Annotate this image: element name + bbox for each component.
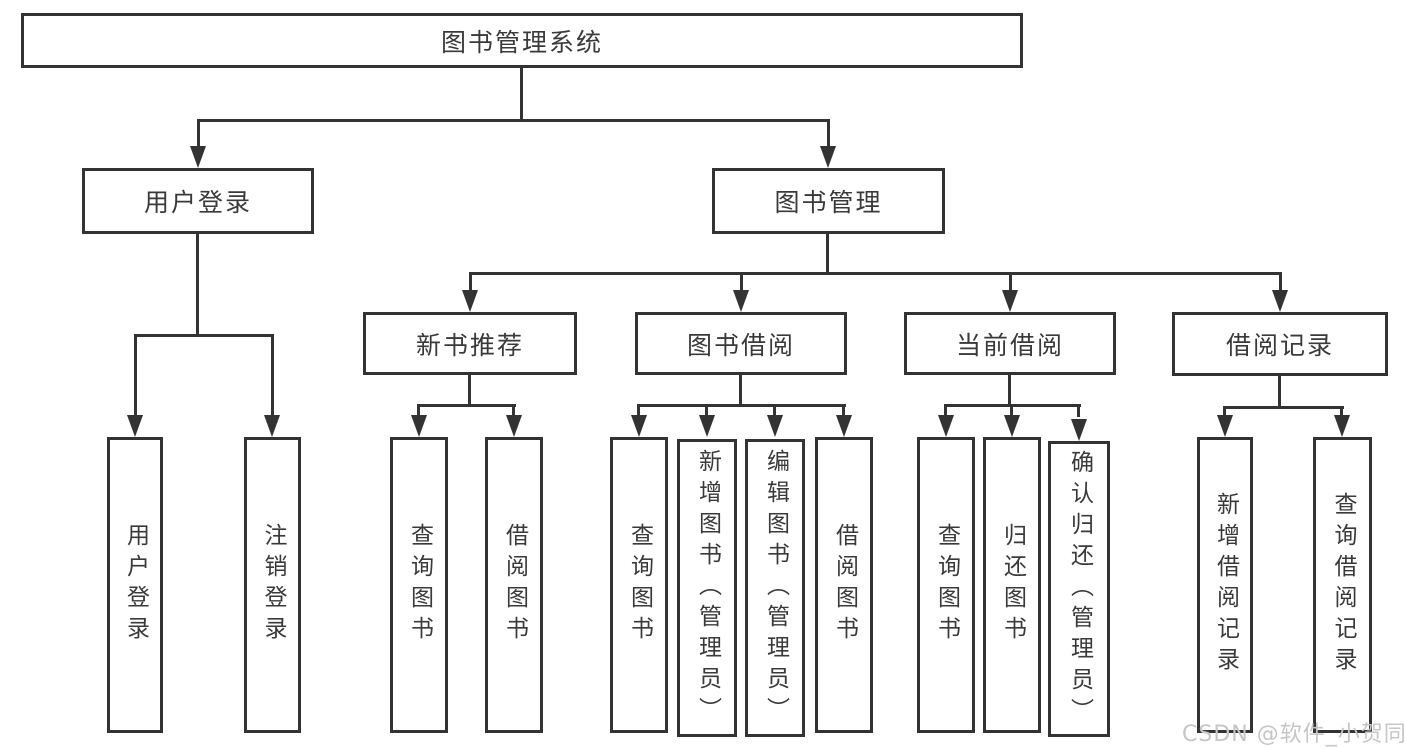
connector-stem (1077, 404, 1080, 417)
down-arrowhead-icon (820, 146, 836, 168)
connector-stem (705, 404, 708, 417)
down-arrowhead-icon (836, 415, 852, 437)
connector-current-borrow-rail (945, 404, 1081, 407)
leaf-add-books-admin: 新增图书（管理员） (677, 439, 737, 737)
connector-stem (1010, 404, 1013, 417)
leaf-query-borrow-record: 查询借阅记录 (1313, 437, 1372, 733)
leaf-borrow-books: 借阅图书 (815, 437, 873, 733)
connector-book-borrow-rail (638, 404, 846, 407)
connector-book-management-rail (469, 272, 1281, 275)
connector-stem (1340, 406, 1343, 417)
down-arrowhead-icon (1004, 415, 1020, 437)
connector-stem (773, 404, 776, 417)
leaf-user-login: 用户登录 (107, 437, 163, 733)
node-user-login: 用户登录 (82, 168, 314, 234)
connector-stem (842, 404, 845, 417)
leaf-add-borrow-record: 新增借阅记录 (1197, 437, 1253, 733)
connector-root-stub (520, 68, 523, 121)
connector-stem-logout (271, 334, 274, 417)
connector-book-borrow-stub (739, 375, 742, 407)
connector-stem (944, 404, 947, 417)
connector-stem-current-borrow (1009, 272, 1012, 292)
connector-stem-borrow-records (1279, 272, 1282, 292)
connector-stem-book-management (827, 119, 830, 147)
leaf-query-books-current: 查询图书 (917, 437, 975, 733)
csdn-watermark: CSDN @软件_小贺同学 (1182, 722, 1405, 747)
connector-user-login-stub (196, 234, 199, 336)
connector-stem-login (134, 334, 137, 417)
connector-new-book-rail (418, 404, 516, 407)
connector-stem (417, 404, 420, 417)
node-borrowing-records: 借阅记录 (1172, 312, 1388, 376)
node-book-management: 图书管理 (712, 168, 945, 234)
connector-user-login-rail (134, 334, 274, 337)
connector-current-borrow-stub (1008, 375, 1011, 407)
down-arrowhead-icon (631, 415, 647, 437)
down-arrowhead-icon (506, 415, 522, 437)
down-arrowhead-icon (462, 290, 478, 312)
connector-stem (512, 404, 515, 417)
down-arrowhead-icon (1217, 415, 1233, 437)
connector-root-rail (197, 119, 829, 122)
connector-stem (637, 404, 640, 417)
down-arrowhead-icon (1002, 290, 1018, 312)
node-book-borrowing: 图书借阅 (635, 312, 847, 375)
down-arrowhead-icon (264, 415, 280, 437)
down-arrowhead-icon (938, 415, 954, 437)
connector-stem-user-login (197, 119, 200, 147)
leaf-query-books-recommend: 查询图书 (390, 437, 448, 733)
connector-borrow-records-rail (1224, 406, 1344, 409)
down-arrowhead-icon (733, 290, 749, 312)
down-arrowhead-icon (1272, 290, 1288, 312)
down-arrowhead-icon (767, 415, 783, 437)
connector-book-management-stub (826, 234, 829, 275)
connector-stem-book-borrow (740, 272, 743, 292)
leaf-logout: 注销登录 (244, 437, 301, 733)
down-arrowhead-icon (1334, 415, 1350, 437)
down-arrowhead-icon (190, 146, 206, 168)
down-arrowhead-icon (127, 415, 143, 437)
leaf-return-books: 归还图书 (983, 437, 1041, 733)
node-new-book-recommend: 新书推荐 (363, 312, 577, 375)
node-library-management-system: 图书管理系统 (21, 13, 1023, 68)
down-arrowhead-icon (1071, 419, 1087, 441)
connector-stem (1223, 406, 1226, 417)
connector-borrow-records-stub (1278, 376, 1281, 408)
leaf-confirm-return-admin: 确认归还（管理员） (1048, 441, 1110, 737)
connector-new-book-stub (468, 375, 471, 407)
connector-stem-new-book (469, 272, 472, 292)
down-arrowhead-icon (699, 415, 715, 437)
leaf-borrow-books-recommend: 借阅图书 (485, 437, 543, 733)
node-current-borrowing: 当前借阅 (904, 312, 1116, 375)
leaf-query-books-borrowing: 查询图书 (610, 437, 668, 733)
down-arrowhead-icon (411, 415, 427, 437)
leaf-edit-books-admin: 编辑图书（管理员） (745, 439, 805, 737)
